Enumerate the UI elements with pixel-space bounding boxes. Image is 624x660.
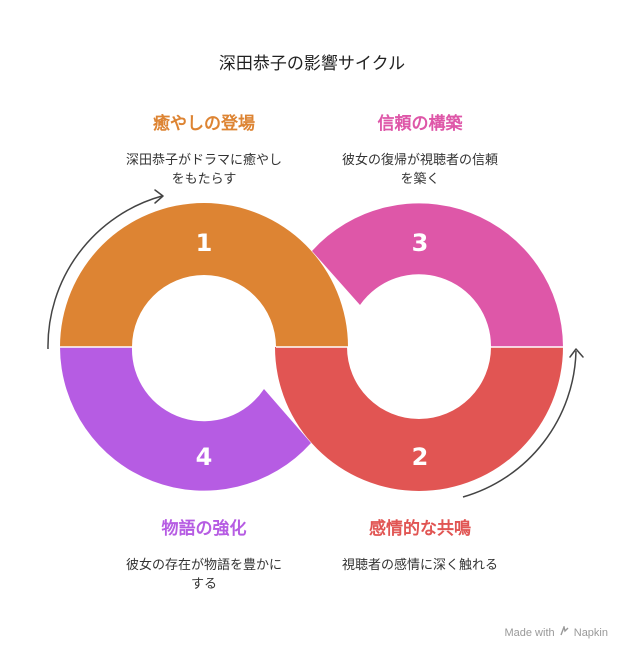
step-3-number: 3 [412, 229, 429, 257]
diagram-title: 深田恭子の影響サイクル [218, 54, 406, 74]
cycle-arrow-right [462, 348, 584, 498]
desc-line: をもたらす [171, 172, 237, 187]
step-1-number: 1 [196, 229, 213, 257]
napkin-logo-icon [560, 624, 569, 639]
step-4-description: 彼女の存在が物語を豊かに する [104, 556, 304, 594]
step-1-heading: 癒やしの登場 [153, 114, 255, 134]
napkin-attribution[interactable]: Made with Napkin [504, 624, 608, 639]
cycle-arrow-left [47, 189, 164, 350]
step-3-description: 彼女の復帰が視聴者の信頼 を築く [320, 151, 520, 189]
step-3-heading: 信頼の構築 [377, 114, 463, 134]
step-4-number: 4 [196, 443, 213, 471]
step-4-block: 物語の強化 彼女の存在が物語を豊かに する [104, 514, 304, 594]
step-1-description: 深田恭子がドラマに癒やし をもたらす [104, 151, 304, 189]
segment-step-3 [312, 203, 563, 347]
step-2-number: 2 [412, 443, 429, 471]
desc-line: する [190, 577, 217, 592]
napkin-brand-label: Napkin [573, 627, 608, 639]
segment-step-4 [60, 347, 311, 491]
arrowhead-icon [569, 348, 584, 358]
desc-line: 深田恭子がドラマに癒やし [125, 153, 282, 168]
made-with-label: Made with [504, 627, 555, 639]
step-2-heading: 感情的な共鳴 [369, 519, 471, 539]
step-4-heading: 物語の強化 [161, 519, 247, 539]
desc-line: 彼女の復帰が視聴者の信頼 [341, 153, 498, 168]
step-2-description: 視聴者の感情に深く触れる [320, 556, 520, 575]
desc-line: を築く [400, 172, 440, 187]
step-3-block: 信頼の構築 彼女の復帰が視聴者の信頼 を築く [320, 109, 520, 189]
segment-step-2 [275, 347, 563, 491]
step-2-block: 感情的な共鳴 視聴者の感情に深く触れる [320, 514, 520, 575]
desc-line: 視聴者の感情に深く触れる [341, 558, 498, 573]
arrowhead-icon [154, 189, 164, 204]
step-1-block: 癒やしの登場 深田恭子がドラマに癒やし をもたらす [104, 109, 304, 189]
desc-line: 彼女の存在が物語を豊かに [125, 558, 282, 573]
segment-step-1 [60, 203, 348, 347]
